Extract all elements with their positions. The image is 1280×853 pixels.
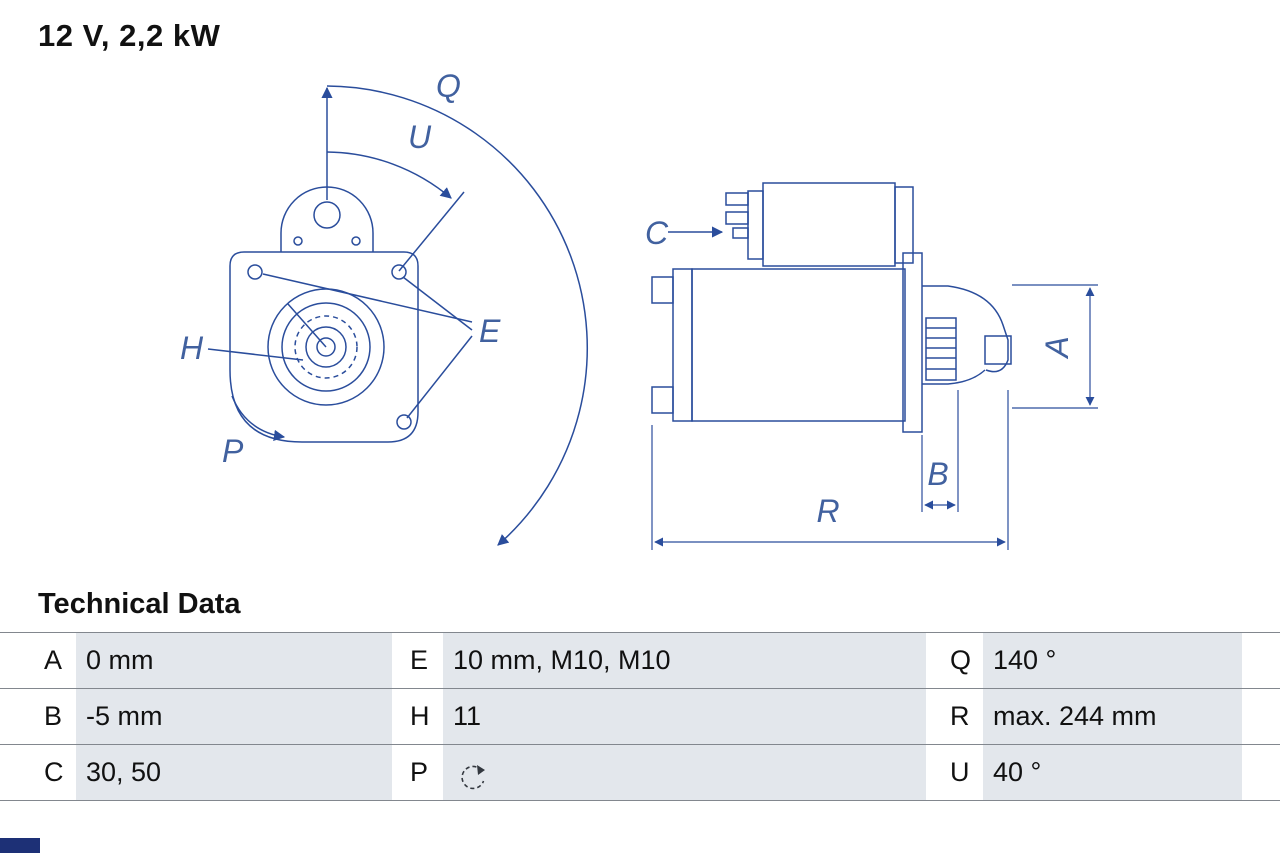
row-key: C (44, 757, 64, 787)
technical-data-table: A 0 mm E 10 mm, M10, M10 Q 140 ° B -5 mm… (0, 632, 1280, 801)
mount-hole (391, 264, 407, 280)
label-U: U (408, 119, 432, 155)
row-key: R (950, 701, 970, 731)
row-value: 40 ° (983, 745, 1242, 800)
table-row: B -5 mm H 11 R max. 244 mm (0, 688, 1280, 744)
label-R: R (816, 493, 839, 529)
row-key: Q (950, 645, 972, 675)
row-key: A (44, 645, 63, 675)
row-key: H (410, 701, 430, 731)
row-key: B (44, 701, 63, 731)
row-value: 10 mm, M10, M10 (443, 633, 926, 688)
flange-outline (229, 251, 419, 443)
table-row: C 30, 50 P U 40 ° (0, 744, 1280, 801)
page-title: 12 V, 2,2 kW (38, 18, 221, 53)
starter-motor-drawing: Q U E H P C A B R (180, 68, 1098, 550)
dimension-labels: Q U E H P C A B R (180, 68, 1075, 529)
side-view (651, 182, 1098, 550)
row-key: E (410, 645, 429, 675)
terminal (725, 211, 749, 225)
label-H: H (180, 330, 204, 366)
label-Q: Q (436, 68, 461, 104)
terminal (725, 192, 749, 206)
label-E: E (479, 313, 501, 349)
front-view (207, 85, 588, 546)
row-value: 0 mm (76, 633, 392, 688)
mount-hole (247, 264, 263, 280)
watermark-block (0, 838, 40, 853)
row-value: 11 (443, 689, 926, 744)
row-value: 140 ° (983, 633, 1242, 688)
terminal (732, 227, 749, 239)
row-value: 30, 50 (76, 745, 392, 800)
row-value: -5 mm (76, 689, 392, 744)
label-P: P (222, 433, 244, 469)
technical-drawing: Q U E H P C A B R (180, 68, 1098, 550)
technical-data-heading: Technical Data (38, 588, 241, 620)
row-value: max. 244 mm (983, 689, 1242, 744)
label-A: A (1039, 336, 1075, 359)
row-key: P (410, 757, 429, 787)
label-C: C (645, 215, 669, 251)
label-B: B (927, 456, 948, 492)
mount-hole (396, 414, 412, 430)
row-key: U (950, 757, 970, 787)
table-row: A 0 mm E 10 mm, M10, M10 Q 140 ° (0, 632, 1280, 688)
row-value (443, 745, 926, 800)
rotation-ccw-icon (461, 765, 485, 790)
